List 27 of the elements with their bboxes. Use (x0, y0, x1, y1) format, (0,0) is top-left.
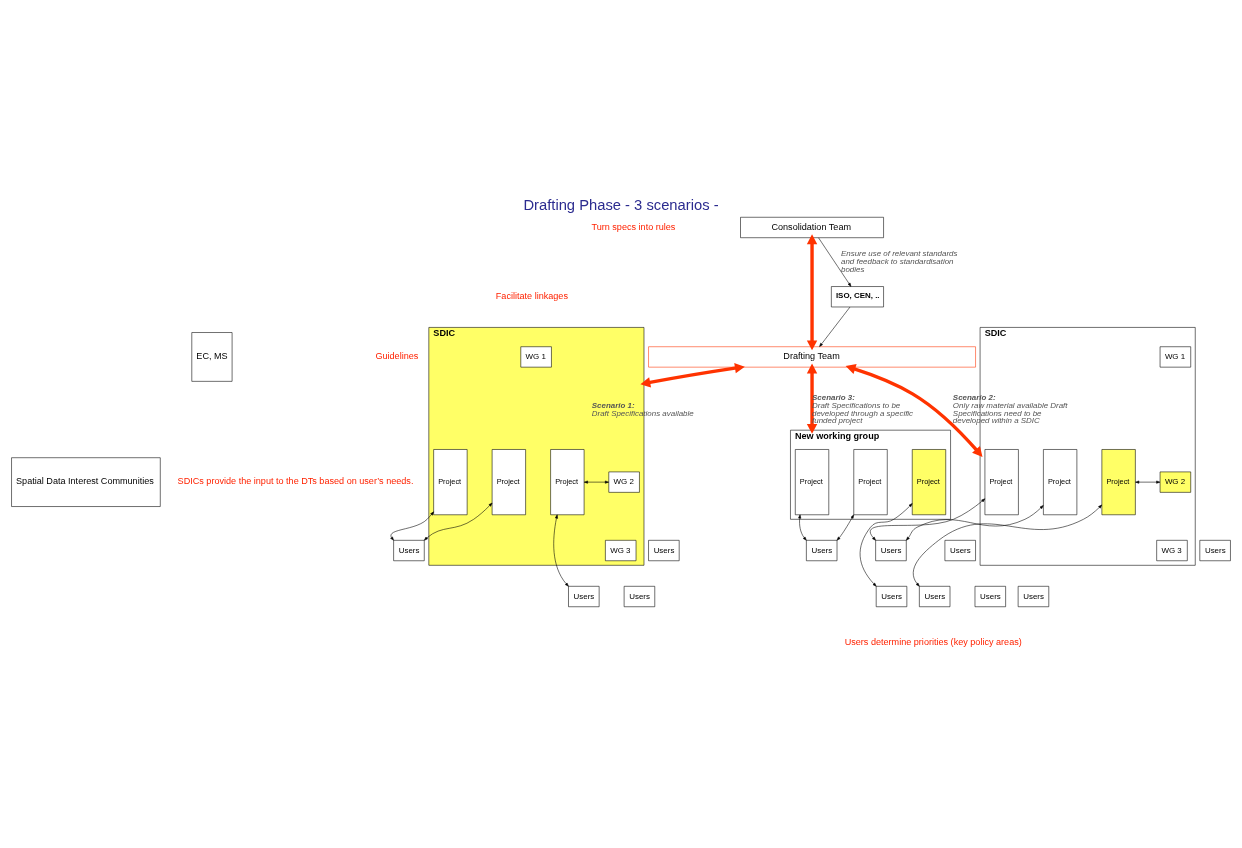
arrow (583, 480, 609, 484)
arrow (818, 237, 852, 287)
arrow (806, 233, 818, 350)
arrow (845, 363, 983, 457)
arrow (906, 504, 1044, 541)
arrow (424, 502, 493, 541)
arrow (640, 362, 745, 387)
arrow (1135, 480, 1161, 484)
diagram-title: Drafting Phase - 3 scenarios - (523, 196, 719, 213)
label: Facilitate linkages (495, 290, 568, 301)
arrow (870, 498, 986, 541)
node-box: Consolidation Team (740, 216, 884, 238)
label: SDICs provide the input to the DTs based on user’s needs. (177, 475, 414, 486)
arrow (836, 514, 854, 541)
arrow (912, 504, 1103, 587)
arrow (859, 502, 913, 587)
arrow (798, 514, 807, 541)
node-box: Spatial Data Interest Communities (11, 456, 161, 507)
label: Guidelines (375, 350, 419, 361)
label: Turn specs into rules (591, 221, 676, 232)
label: Users determine priorities (key policy areas) (844, 636, 1022, 647)
arrow (819, 306, 851, 347)
node-box: EC, MS (191, 331, 233, 382)
node-box: Drafting Team (648, 345, 976, 367)
arrow (390, 511, 434, 541)
arrow (553, 514, 569, 587)
arrow (806, 363, 818, 434)
